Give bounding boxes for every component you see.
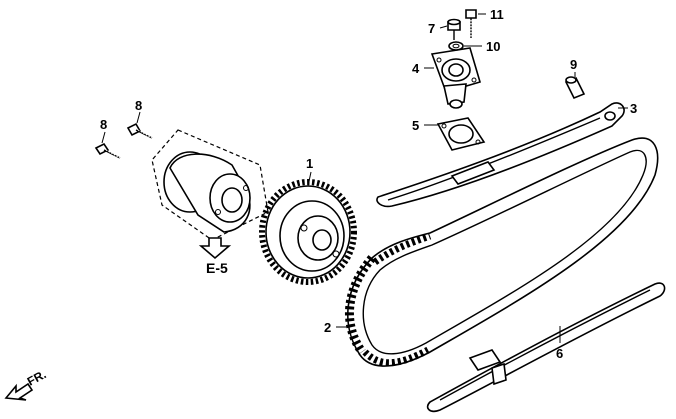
pin	[564, 76, 586, 100]
sealing-washer	[448, 41, 464, 51]
bolt-11	[465, 9, 477, 38]
tensioner-lifter	[430, 47, 481, 109]
bolt-8-left	[94, 142, 121, 159]
part-label-1: 1	[306, 156, 313, 171]
part-label-6: 6	[556, 346, 563, 361]
bolt-7	[447, 18, 461, 40]
bolt-8-right	[126, 122, 153, 139]
cam-chain	[344, 137, 659, 367]
reference-hub-assembly	[151, 129, 269, 241]
tensioner-slipper	[376, 102, 625, 208]
part-label-9: 9	[570, 57, 577, 72]
reference-label: E-5	[206, 260, 228, 276]
part-label-3: 3	[630, 101, 637, 116]
part-label-2: 2	[324, 320, 331, 335]
part-label-5: 5	[412, 118, 419, 133]
part-label-7: 7	[428, 21, 435, 36]
chain-guide	[426, 282, 666, 413]
reference-arrow	[198, 237, 232, 260]
part-label-8a: 8	[100, 117, 107, 132]
part-label-10: 10	[486, 39, 500, 54]
part-label-4: 4	[412, 61, 420, 76]
cam-sprocket	[259, 179, 357, 285]
gasket	[436, 117, 486, 151]
front-direction-arrow	[4, 382, 34, 401]
part-label-8b: 8	[135, 98, 142, 113]
part-label-11: 11	[490, 7, 504, 22]
